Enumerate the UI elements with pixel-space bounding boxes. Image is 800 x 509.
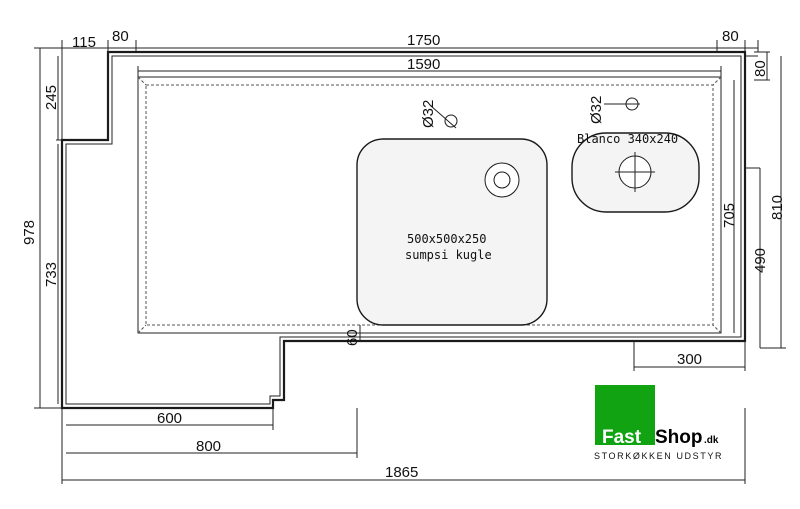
svg-text:978: 978: [21, 220, 38, 245]
small-sink-label: Blanco 340x240: [577, 132, 678, 146]
dim-300: 300: [633, 341, 746, 371]
dim-600: 600: [66, 408, 274, 430]
main-sink-size-label: 500x500x250: [407, 232, 486, 246]
main-sink-drain: [484, 162, 520, 198]
svg-text:1590: 1590: [407, 56, 440, 73]
svg-text:300: 300: [677, 351, 702, 368]
dim-800: 800: [66, 408, 358, 458]
svg-text:600: 600: [157, 410, 182, 427]
fastshop-logo: Fast Shop .dk STORKØKKEN UDSTYR: [594, 385, 723, 461]
main-sink-type-label: sumpsi kugle: [405, 248, 492, 262]
dim-right: 80 810 705 490: [721, 51, 786, 349]
svg-text:Ø32: Ø32: [420, 100, 437, 128]
tap-hole-right: Ø32: [588, 96, 640, 124]
svg-text:80: 80: [752, 60, 769, 77]
svg-text:800: 800: [196, 438, 221, 455]
dim-left: 245 978 733: [21, 47, 108, 409]
svg-text:245: 245: [43, 85, 60, 110]
logo-green-box: [595, 385, 655, 445]
svg-text:810: 810: [769, 195, 786, 220]
svg-text:80: 80: [112, 28, 129, 45]
svg-text:115: 115: [72, 34, 96, 51]
logo-tagline: STORKØKKEN UDSTYR: [594, 451, 723, 461]
countertop-outline: [60, 50, 747, 410]
countertop-rim: [65, 55, 742, 405]
svg-text:60: 60: [344, 329, 361, 346]
dim-inner-width: 1590: [137, 56, 722, 77]
dim-top: 115 80 1750 80: [61, 28, 759, 140]
dim-1865: 1865: [61, 408, 746, 484]
svg-text:Fast: Fast: [602, 427, 642, 448]
svg-text:1750: 1750: [407, 32, 440, 49]
dim-60: 60: [344, 325, 361, 346]
svg-text:Shop: Shop: [655, 427, 703, 448]
svg-text:Ø32: Ø32: [588, 96, 605, 124]
svg-text:1865: 1865: [385, 464, 418, 481]
svg-text:705: 705: [721, 203, 738, 228]
svg-text:490: 490: [752, 248, 769, 273]
svg-text:733: 733: [43, 262, 60, 287]
tap-hole-left: Ø32: [420, 100, 458, 129]
svg-text:.dk: .dk: [704, 435, 719, 446]
svg-text:80: 80: [722, 28, 739, 45]
work-area-outline: [137, 76, 722, 334]
